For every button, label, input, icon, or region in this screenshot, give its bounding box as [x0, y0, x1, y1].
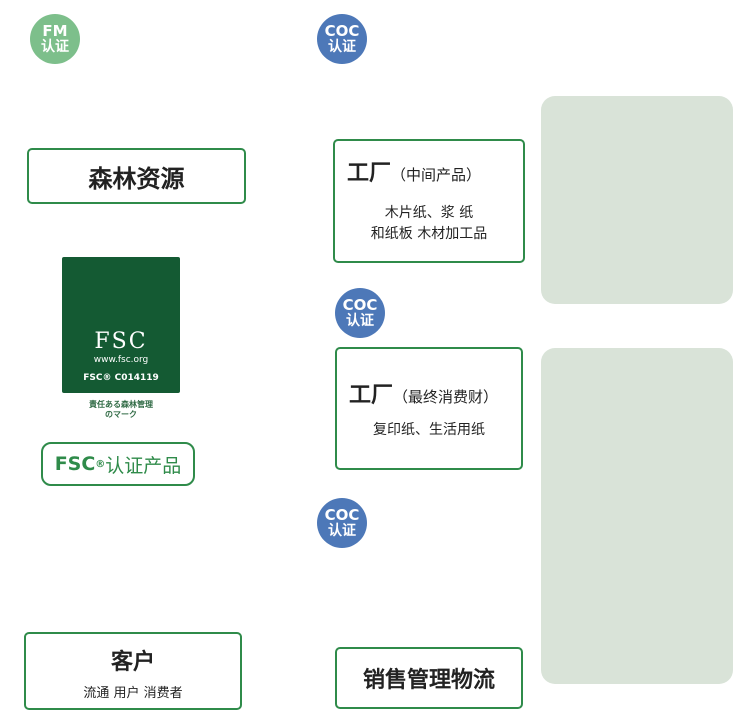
factory-intermediate-desc-line2: 和纸板 木材加工品 [370, 226, 488, 242]
factory-final-title: 工厂 [349, 383, 394, 408]
factory-final-subtitle: （最终消费财） [393, 388, 499, 406]
coc-badge-line1: COC [324, 505, 360, 524]
coc-cert-badge-2: COC 认证 [335, 288, 385, 338]
coc-cert-badge-3: COC 认证 [317, 498, 367, 548]
speech-registered-mark: ® [95, 458, 106, 470]
factory-intermediate-node: 工厂（中间产品） 木片纸、浆 纸 和纸板 木材加工品 [333, 139, 525, 263]
factory-intermediate-desc-line1: 木片纸、浆 纸 [384, 205, 474, 221]
fm-badge-line2: 认证 [41, 38, 69, 55]
speech-certified-text: 认证产品 [105, 454, 182, 477]
forest-resources-label: 森林资源 [88, 164, 185, 193]
fsc-caption: 責任ある森林管理 のマーク [62, 400, 180, 420]
fsc-caption-line1: 責任ある森林管理 [89, 400, 153, 409]
forest-resources-node: 森林资源 [27, 148, 246, 204]
customer-node: 客户 流通 用户 消费者 [24, 632, 242, 710]
factory-intermediate-subtitle: （中间产品） [391, 166, 482, 184]
fm-cert-badge: FM 认证 [30, 14, 80, 64]
coc-badge-line2: 认证 [328, 38, 356, 55]
fm-badge-line1: FM [42, 21, 68, 40]
coc-badge-line2: 认证 [328, 522, 356, 539]
coc-cert-badge-1: COC 认证 [317, 14, 367, 64]
logistics-node: 销售管理物流 [335, 647, 523, 709]
fsc-logo-text: FSC [94, 329, 148, 354]
factory-intermediate-title: 工厂 [347, 161, 392, 186]
factory-intermediate-desc: 木片纸、浆 纸 和纸板 木材加工品 [335, 203, 523, 245]
customer-title: 客户 [110, 650, 155, 675]
customer-desc: 流通 用户 消费者 [83, 686, 183, 701]
fsc-logo: FSC www.fsc.org FSC® C014119 [62, 257, 180, 393]
logistics-label: 销售管理物流 [362, 668, 495, 693]
coc-badge-line2: 认证 [346, 312, 374, 329]
factory-final-desc: 复印纸、生活用纸 [373, 422, 485, 438]
fsc-code: FSC® C014119 [83, 373, 159, 383]
speech-fsc: FSC [54, 453, 96, 475]
fsc-caption-line2: のマーク [105, 410, 137, 419]
fsc-url: www.fsc.org [93, 355, 149, 365]
coc-badge-line1: COC [324, 21, 360, 40]
coc-badge-line1: COC [342, 295, 378, 314]
factory-final-node: 工厂（最终消费财） 复印纸、生活用纸 [335, 347, 523, 470]
fsc-certified-speech-bubble: FSC®认证产品 [41, 442, 195, 486]
